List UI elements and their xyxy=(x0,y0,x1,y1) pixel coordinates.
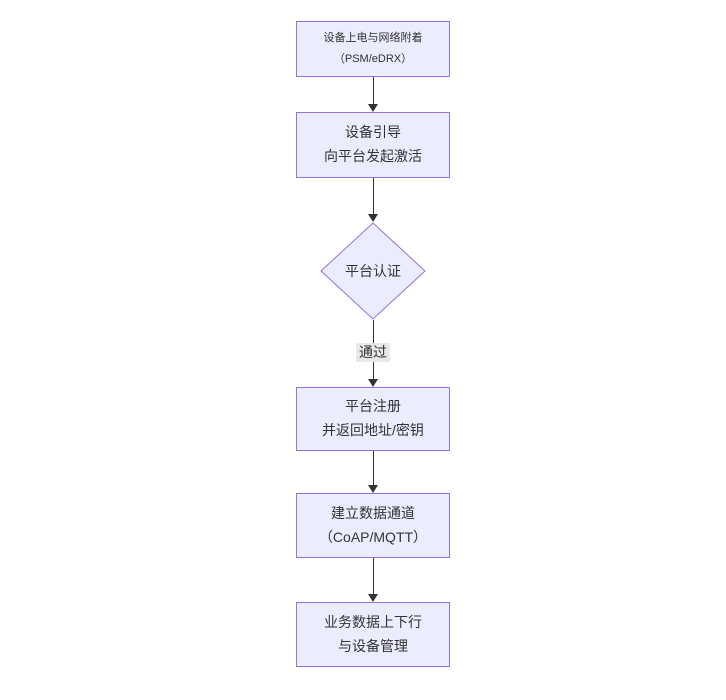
node-business-data-line2: 与设备管理 xyxy=(338,637,408,654)
node-bootstrap: 设备引导 向平台发起激活 xyxy=(296,112,450,178)
arrow-down-icon xyxy=(368,594,378,602)
node-platform-register-line2: 并返回地址/密钥 xyxy=(322,422,424,438)
arrow-down-icon xyxy=(368,485,378,493)
edge-label-pass: 通过 xyxy=(356,343,390,362)
node-power-on-line2: （PSM/eDRX） xyxy=(333,53,413,65)
edge-bootstrap-to-auth-line xyxy=(372,178,374,215)
edge-channel-to-business-line xyxy=(372,558,374,595)
arrow-down-icon xyxy=(368,379,378,387)
node-power-on-line1: 设备上电与网络附着 xyxy=(323,32,423,45)
arrow-down-icon xyxy=(368,104,378,112)
decision-platform-auth-label: 平台认证 xyxy=(345,263,401,279)
node-bootstrap-line1: 设备引导 xyxy=(345,124,401,141)
diamond-shape-icon xyxy=(320,222,426,320)
node-platform-register: 平台注册 并返回地址/密钥 xyxy=(296,387,450,451)
node-data-channel: 建立数据通道 （CoAP/MQTT） xyxy=(296,493,450,558)
decision-platform-auth: 平台认证 xyxy=(320,222,426,320)
arrow-down-icon xyxy=(368,214,378,222)
node-platform-register-line1: 平台注册 xyxy=(345,398,401,415)
node-data-channel-line1: 建立数据通道 xyxy=(331,504,415,521)
node-bootstrap-line2: 向平台发起激活 xyxy=(324,148,422,164)
edge-power-to-bootstrap-line xyxy=(372,77,374,105)
edge-register-to-channel-line xyxy=(372,451,374,486)
node-business-data-line1: 业务数据上下行 xyxy=(324,613,422,630)
node-business-data: 业务数据上下行 与设备管理 xyxy=(296,602,450,667)
node-power-on: 设备上电与网络附着 （PSM/eDRX） xyxy=(296,21,450,77)
node-data-channel-line2: （CoAP/MQTT） xyxy=(318,528,428,545)
